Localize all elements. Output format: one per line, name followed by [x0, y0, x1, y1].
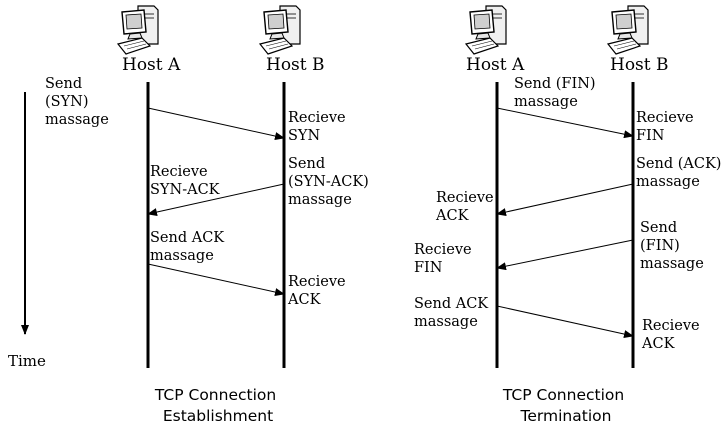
computer-icon: [465, 5, 507, 55]
host-a-label: Host A: [466, 55, 525, 75]
syn-arrow: [147, 107, 285, 140]
note-send-ack: Send (ACK) massage: [636, 156, 721, 190]
final-ack-arrow: [496, 305, 634, 338]
note-recieve-ack: Recieve ACK: [435, 190, 498, 224]
note-send-fin-b: Send (FIN) massage: [640, 220, 704, 272]
host-b-label: Host B: [266, 55, 325, 75]
note-recieve-syn: Recieve SYN: [288, 110, 350, 144]
syn-ack-arrow: [147, 183, 285, 216]
computer-icon: [607, 5, 649, 55]
computer-icon: [259, 5, 301, 55]
note-recieve-ack: Recieve ACK: [287, 274, 350, 308]
time-label: Time: [8, 352, 46, 370]
note-send-ack: Send ACK massage: [150, 230, 229, 264]
ack-arrow: [147, 263, 285, 296]
note-recieve-fin-a: Recieve FIN: [414, 242, 476, 276]
note-send-fin: Send (FIN) massage: [514, 76, 600, 110]
note-recieve-fin: Recieve FIN: [636, 110, 698, 144]
note-recieve-ack-b: Recieve ACK: [641, 318, 704, 352]
ack-arrow: [496, 183, 634, 216]
note-send-syn: Send (SYN) massage: [45, 76, 109, 128]
establishment-diagram: Host A Host B Send (SYN) massage Recieve…: [45, 5, 373, 425]
termination-diagram: Host A Host B Send (FIN) massage Recieve…: [414, 5, 721, 425]
caption-termination: TCP Connection Termination: [502, 386, 629, 425]
computer-icon: [117, 5, 159, 55]
note-send-ack-a: Send ACK massage: [414, 296, 493, 330]
host-a-label: Host A: [122, 55, 181, 75]
fin-arrow-return: [496, 239, 634, 271]
host-b-label: Host B: [610, 55, 669, 75]
fin-arrow: [496, 107, 634, 139]
note-send-syn-ack: Send (SYN-ACK) massage: [288, 156, 373, 208]
note-recieve-syn-ack: Recieve SYN-ACK: [150, 164, 221, 198]
caption-establishment: TCP Connection Establishment: [154, 386, 281, 425]
